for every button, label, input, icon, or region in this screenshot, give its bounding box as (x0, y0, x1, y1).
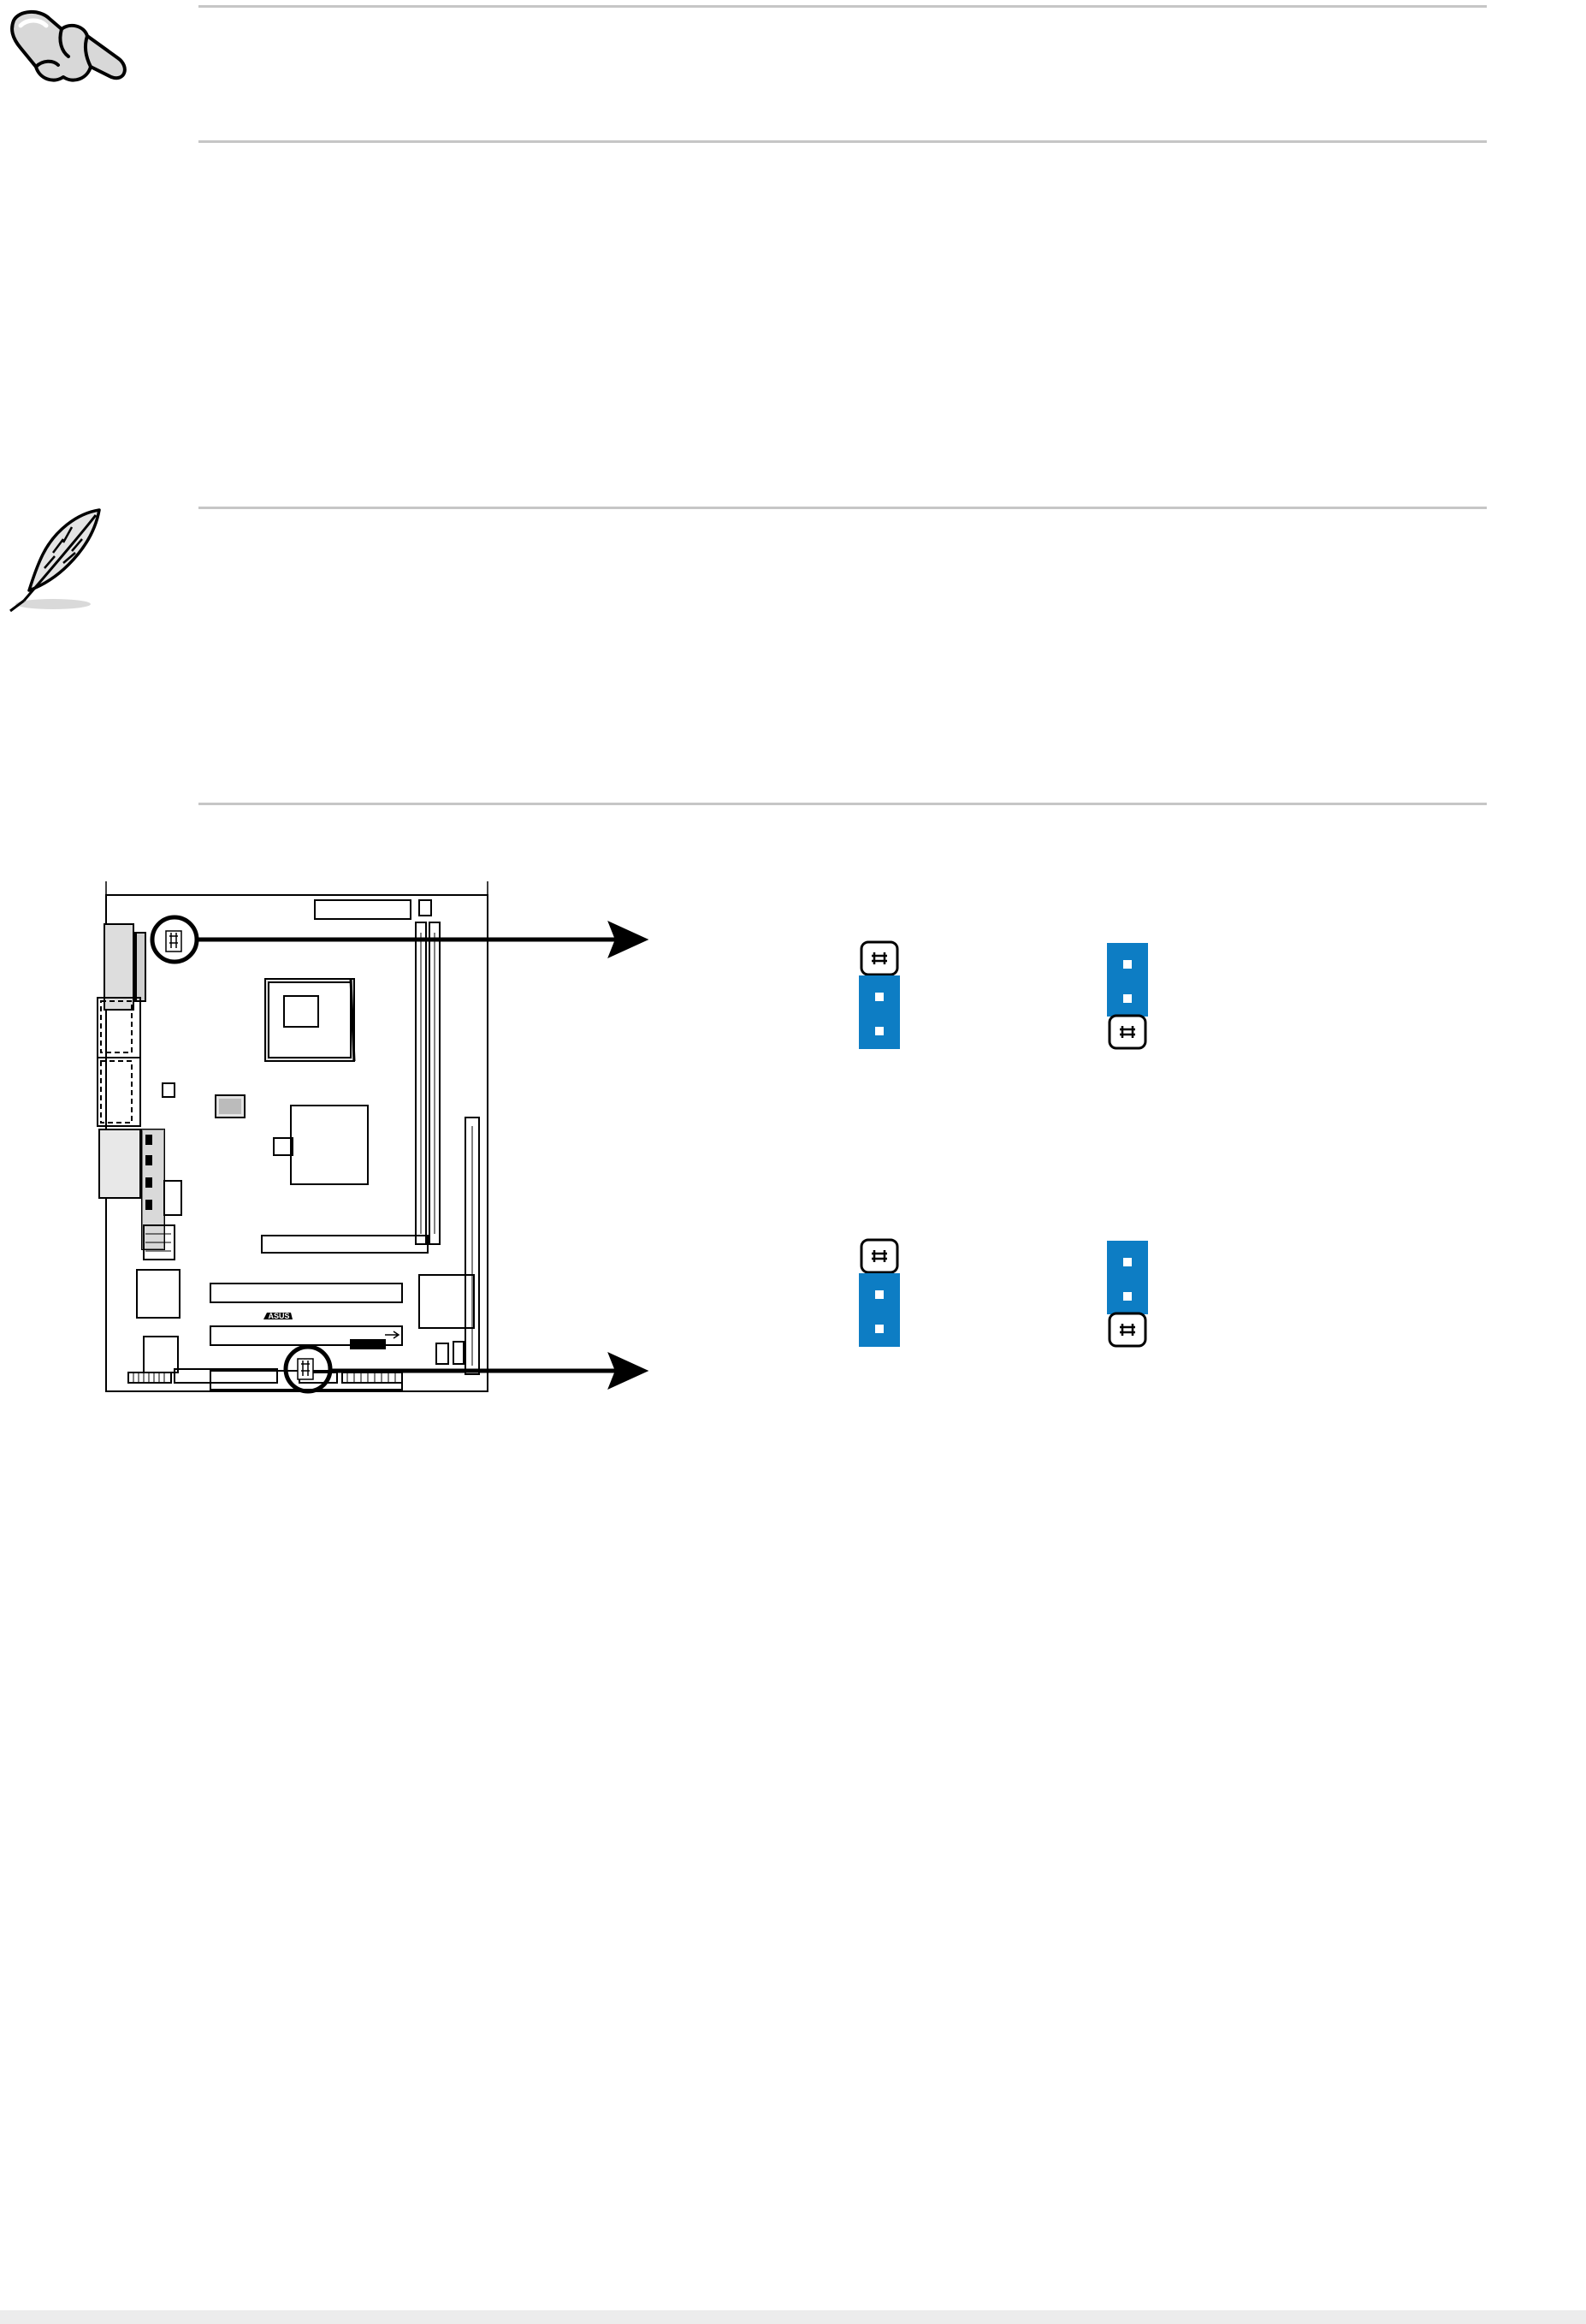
agp-slot (261, 1235, 429, 1254)
note-bottom-rule (198, 803, 1487, 805)
lower-jumper-setting-a (859, 1238, 900, 1347)
note-notice (0, 496, 120, 625)
lower-jumper-setting-b (1107, 1241, 1148, 1348)
ide-connector-primary (465, 1117, 480, 1375)
upper-jumper-setting-b (1107, 943, 1148, 1050)
caution-top-rule (198, 5, 1487, 8)
jumper-cap (859, 975, 900, 1049)
caution-bottom-rule (198, 140, 1487, 143)
page-footer-bar (0, 2310, 1586, 2324)
rear-io-serial-port (97, 1057, 141, 1127)
rear-io-vga-port (98, 1129, 141, 1199)
southbridge-chip (418, 1274, 475, 1329)
motherboard-layout-diagram: ASUS (97, 881, 649, 1394)
jumper-cap (1107, 943, 1148, 1017)
upper-jumper-on-board (165, 930, 182, 952)
dimm-slot-2 (429, 922, 441, 1245)
pci-slot-1 (210, 1283, 403, 1303)
caution-notice (0, 0, 1586, 145)
note-top-rule (198, 507, 1487, 509)
upper-jumper-setting-a (859, 940, 900, 1049)
atx-power-connector (314, 899, 411, 920)
lower-jumper-on-board (297, 1358, 314, 1380)
board-outline (105, 894, 488, 1392)
jumper-cap (859, 1273, 900, 1347)
jumper-cap (1107, 1241, 1148, 1314)
board-logo: ASUS (268, 1312, 289, 1320)
dimm-slot-1 (415, 922, 427, 1245)
jumper-settings-diagram (859, 940, 1148, 1348)
quill-pen-icon (9, 508, 101, 613)
pointing-hand-icon (10, 10, 127, 82)
northbridge-chip (290, 1105, 369, 1185)
